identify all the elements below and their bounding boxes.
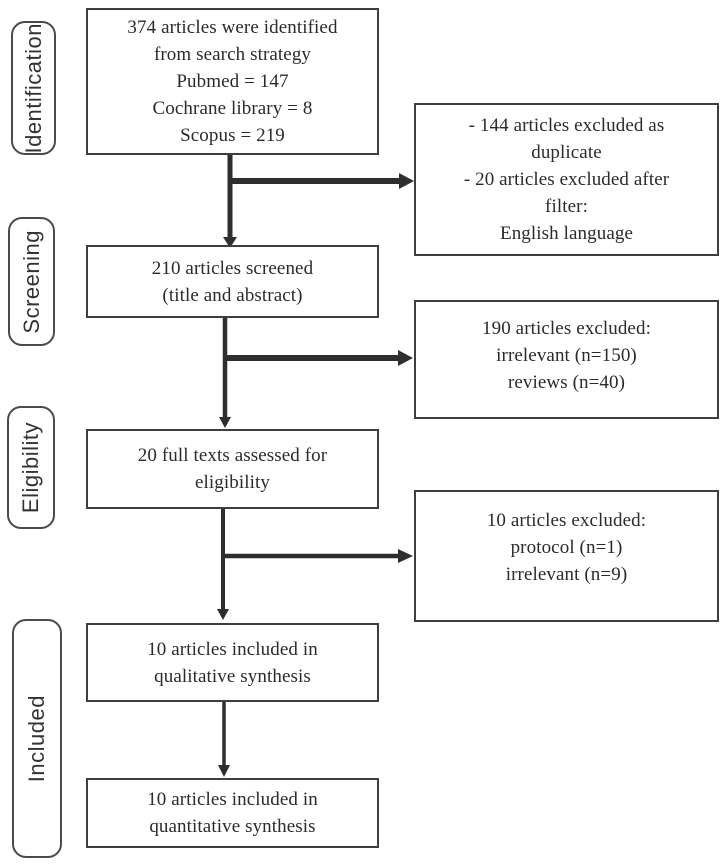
- box-records-screened: 210 articles screened (title and abstrac…: [86, 245, 379, 318]
- box-excluded-after-fulltext: 10 articles excluded: protocol (n=1) irr…: [414, 490, 719, 622]
- box-line: - 20 articles excluded after: [463, 169, 670, 190]
- box-line: 374 articles were identified: [127, 17, 338, 38]
- arrow-fulltext-to-qualitative: [217, 508, 229, 620]
- box-line: (title and abstract): [162, 284, 303, 306]
- arrow-identified-to-screened: [223, 155, 237, 248]
- box-line: 10 articles excluded:: [486, 509, 647, 531]
- box-line: qualitative synthesis: [154, 665, 311, 687]
- arrow-qualitative-to-quantitative: [218, 701, 230, 777]
- box-line: 190 articles excluded:: [482, 318, 651, 339]
- box-excluded-after-screening: 190 articles excluded: irrelevant (n=150…: [414, 300, 719, 419]
- box-line: - 144 articles excluded as: [468, 115, 665, 136]
- box-line: 10 articles included in: [147, 638, 318, 660]
- box-line: irrelevant (n=9): [505, 563, 628, 585]
- box-fulltext-assessed: 20 full texts assessed for eligibility: [86, 429, 379, 509]
- box-line: duplicate: [531, 142, 602, 163]
- box-line: reviews (n=40): [507, 372, 626, 393]
- stage-label-eligibility: Eligibility: [7, 406, 55, 529]
- arrow-branch-to-excluded-duplicates: [228, 173, 414, 189]
- stage-label-text: Identification: [20, 22, 46, 154]
- box-line: from search strategy: [153, 44, 312, 65]
- arrow-branch-to-excluded-fulltext: [221, 549, 413, 563]
- box-line: English language: [500, 223, 633, 244]
- arrow-screened-to-fulltext: [219, 317, 231, 428]
- box-quantitative-synthesis: 10 articles included in quantitative syn…: [86, 778, 379, 848]
- stage-label-screening: Screening: [8, 217, 55, 346]
- box-line: irrelevant (n=150): [496, 345, 637, 366]
- box-line: filter:: [545, 196, 588, 217]
- box-records-identified: 374 articles were identified from search…: [86, 8, 379, 155]
- stage-label-text: Screening: [18, 229, 44, 334]
- box-line: protocol (n=1): [510, 536, 623, 558]
- box-excluded-duplicates-and-filter: - 144 articles excluded as duplicate - 2…: [414, 103, 719, 256]
- box-line: Pubmed = 147: [176, 71, 289, 92]
- box-line: 210 articles screened: [151, 257, 314, 279]
- box-line: Scopus = 219: [180, 125, 285, 146]
- stage-label-included: Included: [12, 619, 62, 858]
- stage-label-text: Included: [24, 694, 49, 783]
- box-line: 10 articles included in: [147, 789, 318, 810]
- box-qualitative-synthesis: 10 articles included in qualitative synt…: [86, 623, 379, 702]
- stage-label-text: Eligibility: [18, 421, 43, 514]
- stage-label-identification: Identification: [11, 21, 56, 155]
- box-line: Cochrane library = 8: [152, 98, 313, 119]
- box-line: quantitative synthesis: [149, 816, 316, 837]
- arrow-branch-to-excluded-screening: [223, 350, 413, 366]
- box-line: 20 full texts assessed for: [137, 445, 328, 466]
- box-line: eligibility: [195, 472, 270, 493]
